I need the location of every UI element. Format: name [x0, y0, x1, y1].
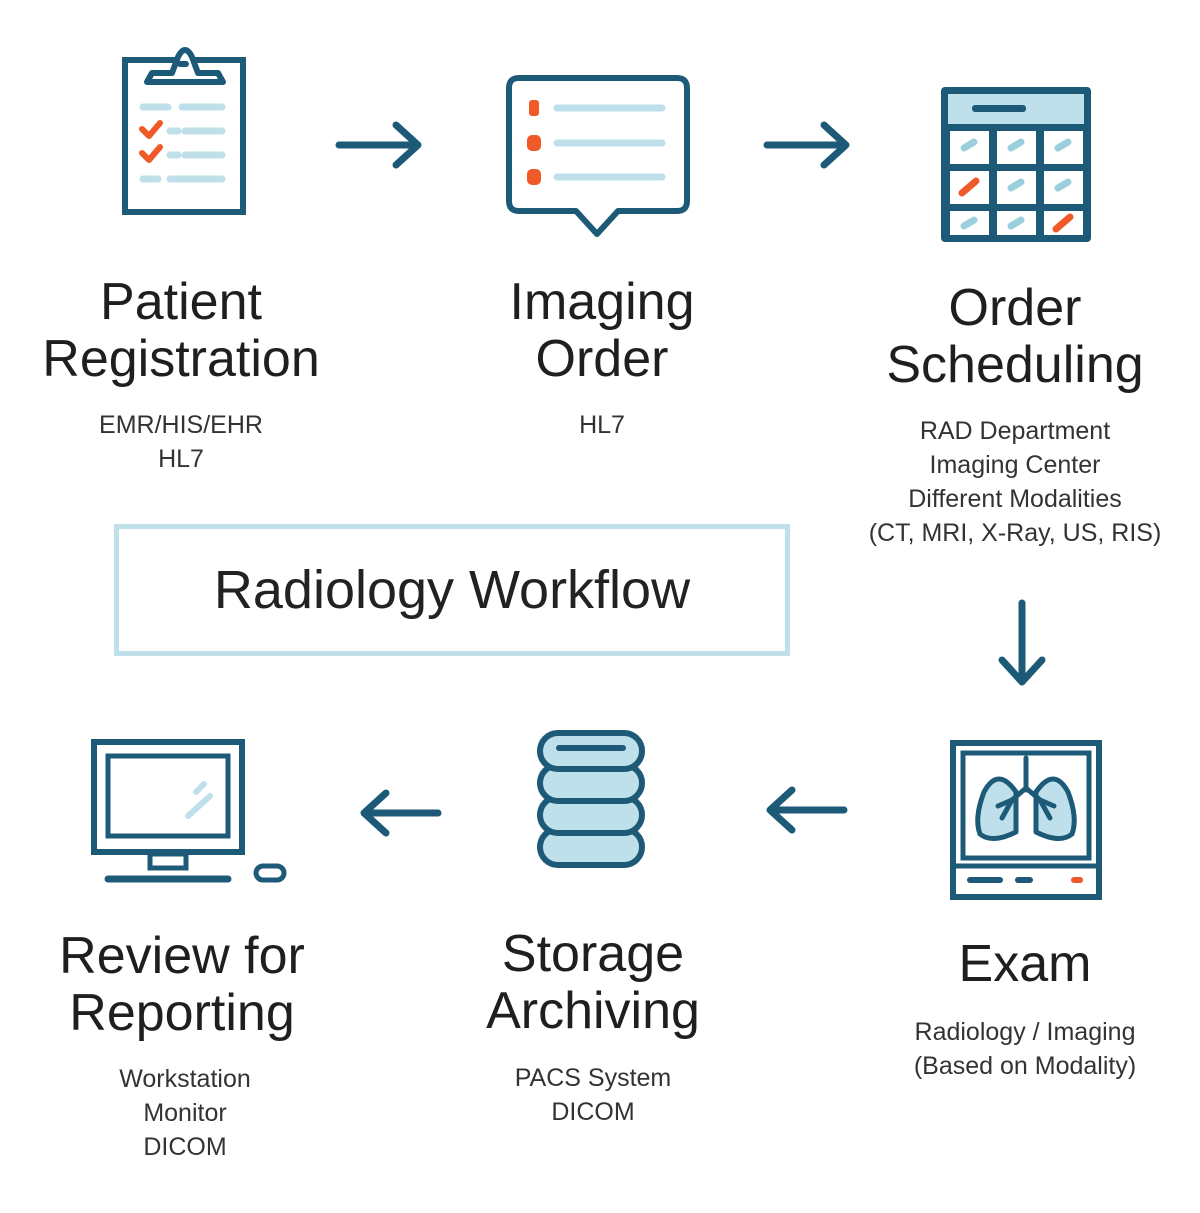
clipboard-checklist-icon [122, 47, 246, 215]
arrow-down [998, 599, 1046, 686]
arrow-left-2 [360, 789, 442, 837]
step-imaging-order-title: Imaging Order [509, 273, 695, 388]
diagram-title-box: Radiology Workflow [114, 524, 790, 656]
arrow-right-1 [335, 121, 422, 169]
workstation-monitor-icon [91, 739, 287, 883]
step-imaging-order-subtitle: HL7 [579, 411, 625, 439]
xray-lungs-icon [950, 740, 1102, 900]
step-exam-title: Exam [958, 935, 1092, 993]
step-order-scheduling-title: Order Scheduling [886, 279, 1144, 394]
step-storage-archiving-title: Storage Archiving [486, 925, 700, 1040]
step-patient-registration-subtitle: EMR/HIS/EHR HL7 [99, 411, 263, 473]
speech-bubble-list-icon [506, 75, 690, 237]
step-review-reporting-subtitle: Workstation Monitor DICOM [119, 1065, 251, 1161]
arrow-left-1 [766, 786, 848, 834]
database-icon [537, 730, 645, 868]
step-review-reporting-title: Review for Reporting [59, 927, 305, 1042]
step-patient-registration-title: Patient Registration [42, 273, 320, 388]
step-order-scheduling-subtitle: RAD Department Imaging Center Different … [868, 417, 1162, 547]
arrow-right-2 [763, 121, 850, 169]
calendar-icon [941, 87, 1091, 242]
step-storage-archiving-subtitle: PACS System DICOM [514, 1064, 672, 1126]
step-exam-subtitle: Radiology / Imaging (Based on Modality) [913, 1018, 1137, 1080]
diagram-title: Radiology Workflow [213, 560, 691, 620]
